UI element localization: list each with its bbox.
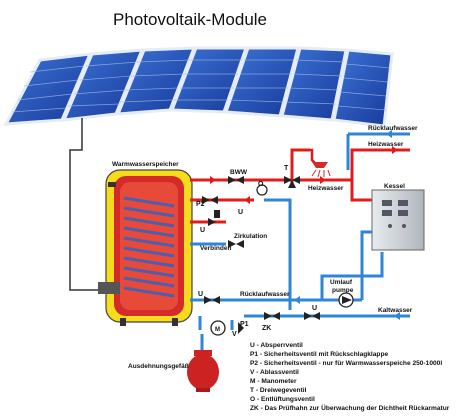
boiler-icon [371,189,425,251]
pv-cable [69,118,104,291]
solar-panel-icon [169,46,249,114]
gate-valve-icon [228,240,244,248]
legend-item: M - Manometer [250,378,297,385]
symbol-p1: P1 [240,321,249,328]
legend-item: T - Dreiwegeventil [250,387,307,394]
gate-valve-icon [202,196,218,204]
solar-panel-icon [3,52,93,126]
solar-panel-icon [61,48,145,122]
expansion-vessel-icon [187,350,219,392]
legend: U - Absperrventil P1 - Sicherheitsventil… [250,342,450,412]
symbol-u-zirk: U [200,227,205,234]
legend-item: P2 - Sicherheitsventil - nur für Warmwas… [250,360,442,367]
label-bww: BWW [230,169,248,176]
drain-valve-icon [238,322,244,334]
solar-panel-icon [223,46,300,118]
symbol-u-pump: U [312,305,317,312]
legend-item: V - Ablassventil [250,369,299,376]
legend-item: U - Absperrventil [250,342,303,349]
legend-item: P1 - Sicherheitsventil mit Rückschlagkla… [250,351,388,358]
symbol-t: T [284,165,289,172]
solar-panel-icon [280,46,348,122]
symbol-u-bww: U [238,209,243,216]
symbol-v: V [232,331,237,338]
storage-tank [98,169,193,326]
label-zirkulation: Zirkulation [234,233,267,240]
gate-valve-icon [304,312,320,320]
three-way-valve-icon [284,176,300,188]
shower-head-icon [310,148,331,178]
storage-label: Warmwasserspeicher [112,161,179,168]
label-heizwasser: Heizwasser [308,185,344,192]
air-vent-icon [256,184,268,196]
label-kaltwasser: Kaltwasser [378,307,413,314]
gate-valve-icon [264,312,280,320]
symbol-o: O [258,181,264,188]
label-umlaufpumpe-2: pumpe [332,287,354,294]
legend-item: ZK - Das Prüfhahn zur Überwachung der Di… [250,403,450,412]
manometer-icon [210,320,226,336]
symbol-m: M [215,327,220,333]
pump-icon [338,292,354,308]
label-ruecklauf-top: Rücklaufwasser [368,125,418,132]
symbol-zk: ZK [262,325,271,332]
boiler-label: Kessel [384,183,405,190]
solar-panel-icon [115,46,197,116]
page-title: Photovoltaik-Module [113,10,267,29]
label-umlaufpumpe-1: Umlauf [330,279,353,286]
label-verbinden: Verbinden [200,245,231,252]
gate-valve-icon [204,296,220,304]
solar-panel-array [3,46,394,128]
legend-item: O - Entlüftungsventil [250,396,315,403]
label-heizwasser-top: Heizwasser [368,141,404,148]
label-ruecklaufwasser: Rücklaufwasser [240,291,290,298]
label-ausdehnungsgefaess: Ausdehnungsgefäß [128,363,189,370]
gate-valve-icon [228,176,244,184]
symbol-u-ruck: U [198,291,203,298]
symbol-p2: P2 [196,201,205,208]
safety-valve-icon [208,210,220,226]
